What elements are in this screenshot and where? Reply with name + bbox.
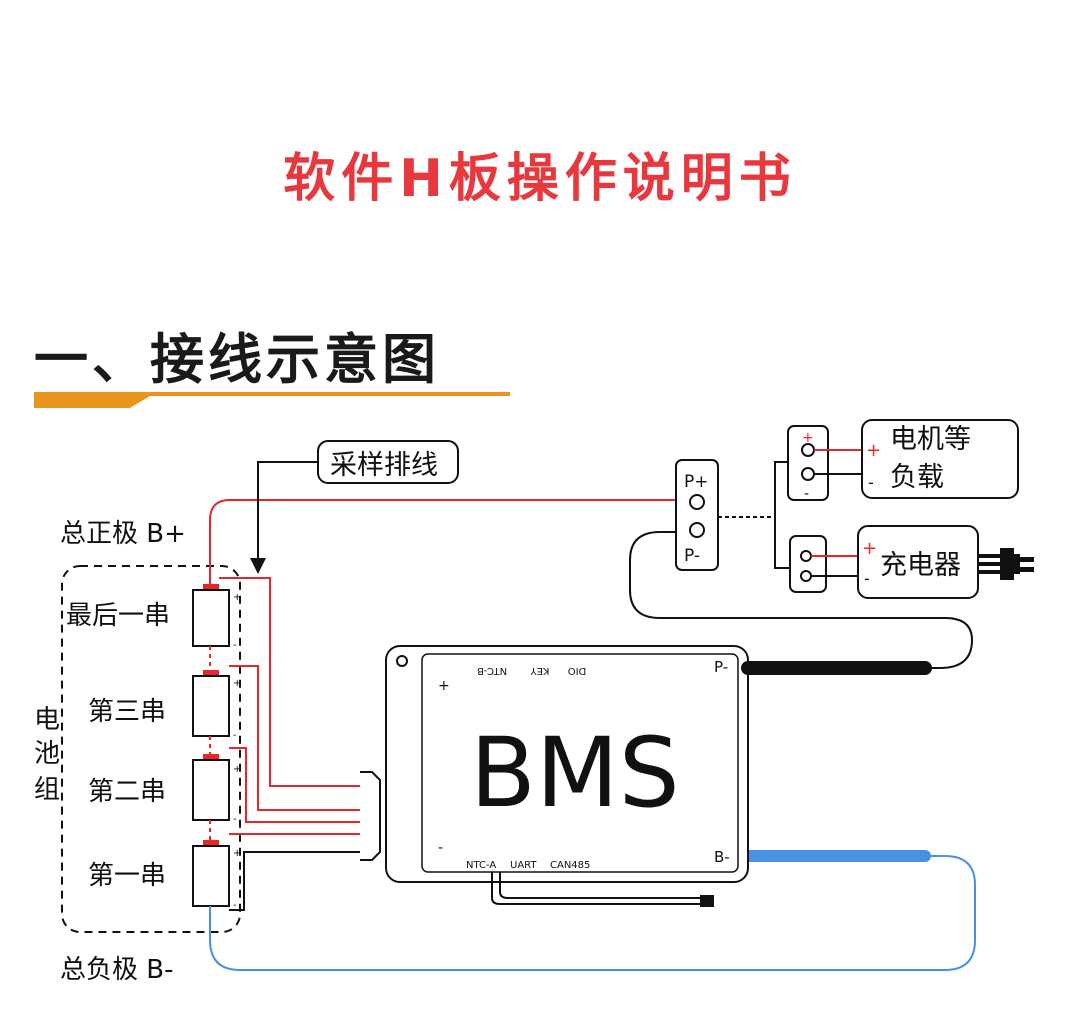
battery-pack-label-1: 电	[34, 705, 60, 735]
load-plus: +	[866, 440, 881, 461]
load-socket	[787, 425, 829, 501]
svg-text:-: -	[233, 640, 237, 651]
total-positive-label: 总正极 B+	[60, 519, 186, 549]
port-key: KEY	[530, 665, 550, 676]
port-can485: CAN485	[550, 860, 590, 871]
page-title: 软件H板操作说明书	[283, 149, 797, 209]
bms-board	[385, 645, 749, 883]
load-label-line1: 电机等	[890, 424, 971, 455]
plug-icon	[978, 548, 1034, 580]
bms-label: BMS	[470, 717, 680, 829]
battery-pack-label-3: 组	[34, 775, 60, 805]
svg-text:+: +	[233, 764, 241, 775]
cell-last: +-	[192, 584, 241, 651]
heading-accent-bar	[34, 392, 510, 408]
string-label-last: 最后一串	[66, 601, 170, 631]
total-negative-wire	[209, 855, 976, 971]
port-ntc-b: NTC-B	[477, 665, 507, 676]
load-socket-minus: -	[804, 486, 809, 502]
p-terminal-block	[675, 459, 719, 571]
cell-second: +-	[192, 754, 241, 825]
port-dio: DIO	[568, 665, 587, 676]
load-label-line2: 负载	[890, 462, 944, 493]
string-label-second: 第二串	[88, 777, 166, 807]
total-negative-label: 总负极 B-	[60, 955, 173, 985]
cell-first: +-	[192, 840, 241, 911]
load-socket-plus: +	[802, 430, 814, 446]
load-minus: -	[868, 473, 874, 492]
svg-text:+: +	[233, 678, 241, 689]
load-box	[861, 419, 1019, 499]
cell-third: +-	[192, 670, 241, 741]
p-plus-label: P+	[684, 472, 709, 492]
total-positive-wire	[209, 499, 684, 584]
p-minus-label: P-	[684, 546, 700, 566]
charger-socket	[789, 535, 827, 593]
svg-text:+: +	[233, 848, 241, 859]
section-heading: 一、接线示意图	[34, 328, 440, 391]
sampling-arrow	[250, 558, 266, 574]
bms-minus-mark: -	[438, 840, 443, 856]
port-uart: UART	[510, 860, 537, 871]
sampling-cable-label: 采样排线	[330, 450, 438, 481]
svg-text:-: -	[233, 730, 237, 741]
bms-p-minus-label: P-	[714, 658, 728, 676]
port-ntc-a: NTC-A	[466, 860, 496, 871]
charger-label: 充电器	[880, 550, 961, 581]
svg-text:-: -	[233, 814, 237, 825]
charger-plus: +	[862, 538, 877, 559]
charger-minus: -	[864, 569, 870, 588]
string-label-first: 第一串	[88, 861, 166, 891]
bms-plus-mark: +	[438, 678, 450, 694]
bms-b-minus-label: B-	[714, 848, 730, 866]
string-label-third: 第三串	[88, 697, 166, 727]
battery-pack-box	[61, 565, 241, 933]
svg-text:+: +	[233, 592, 241, 603]
battery-pack-label-2: 池	[34, 739, 60, 769]
sampling-cable-label-box	[317, 440, 459, 484]
svg-text:-: -	[233, 900, 237, 911]
